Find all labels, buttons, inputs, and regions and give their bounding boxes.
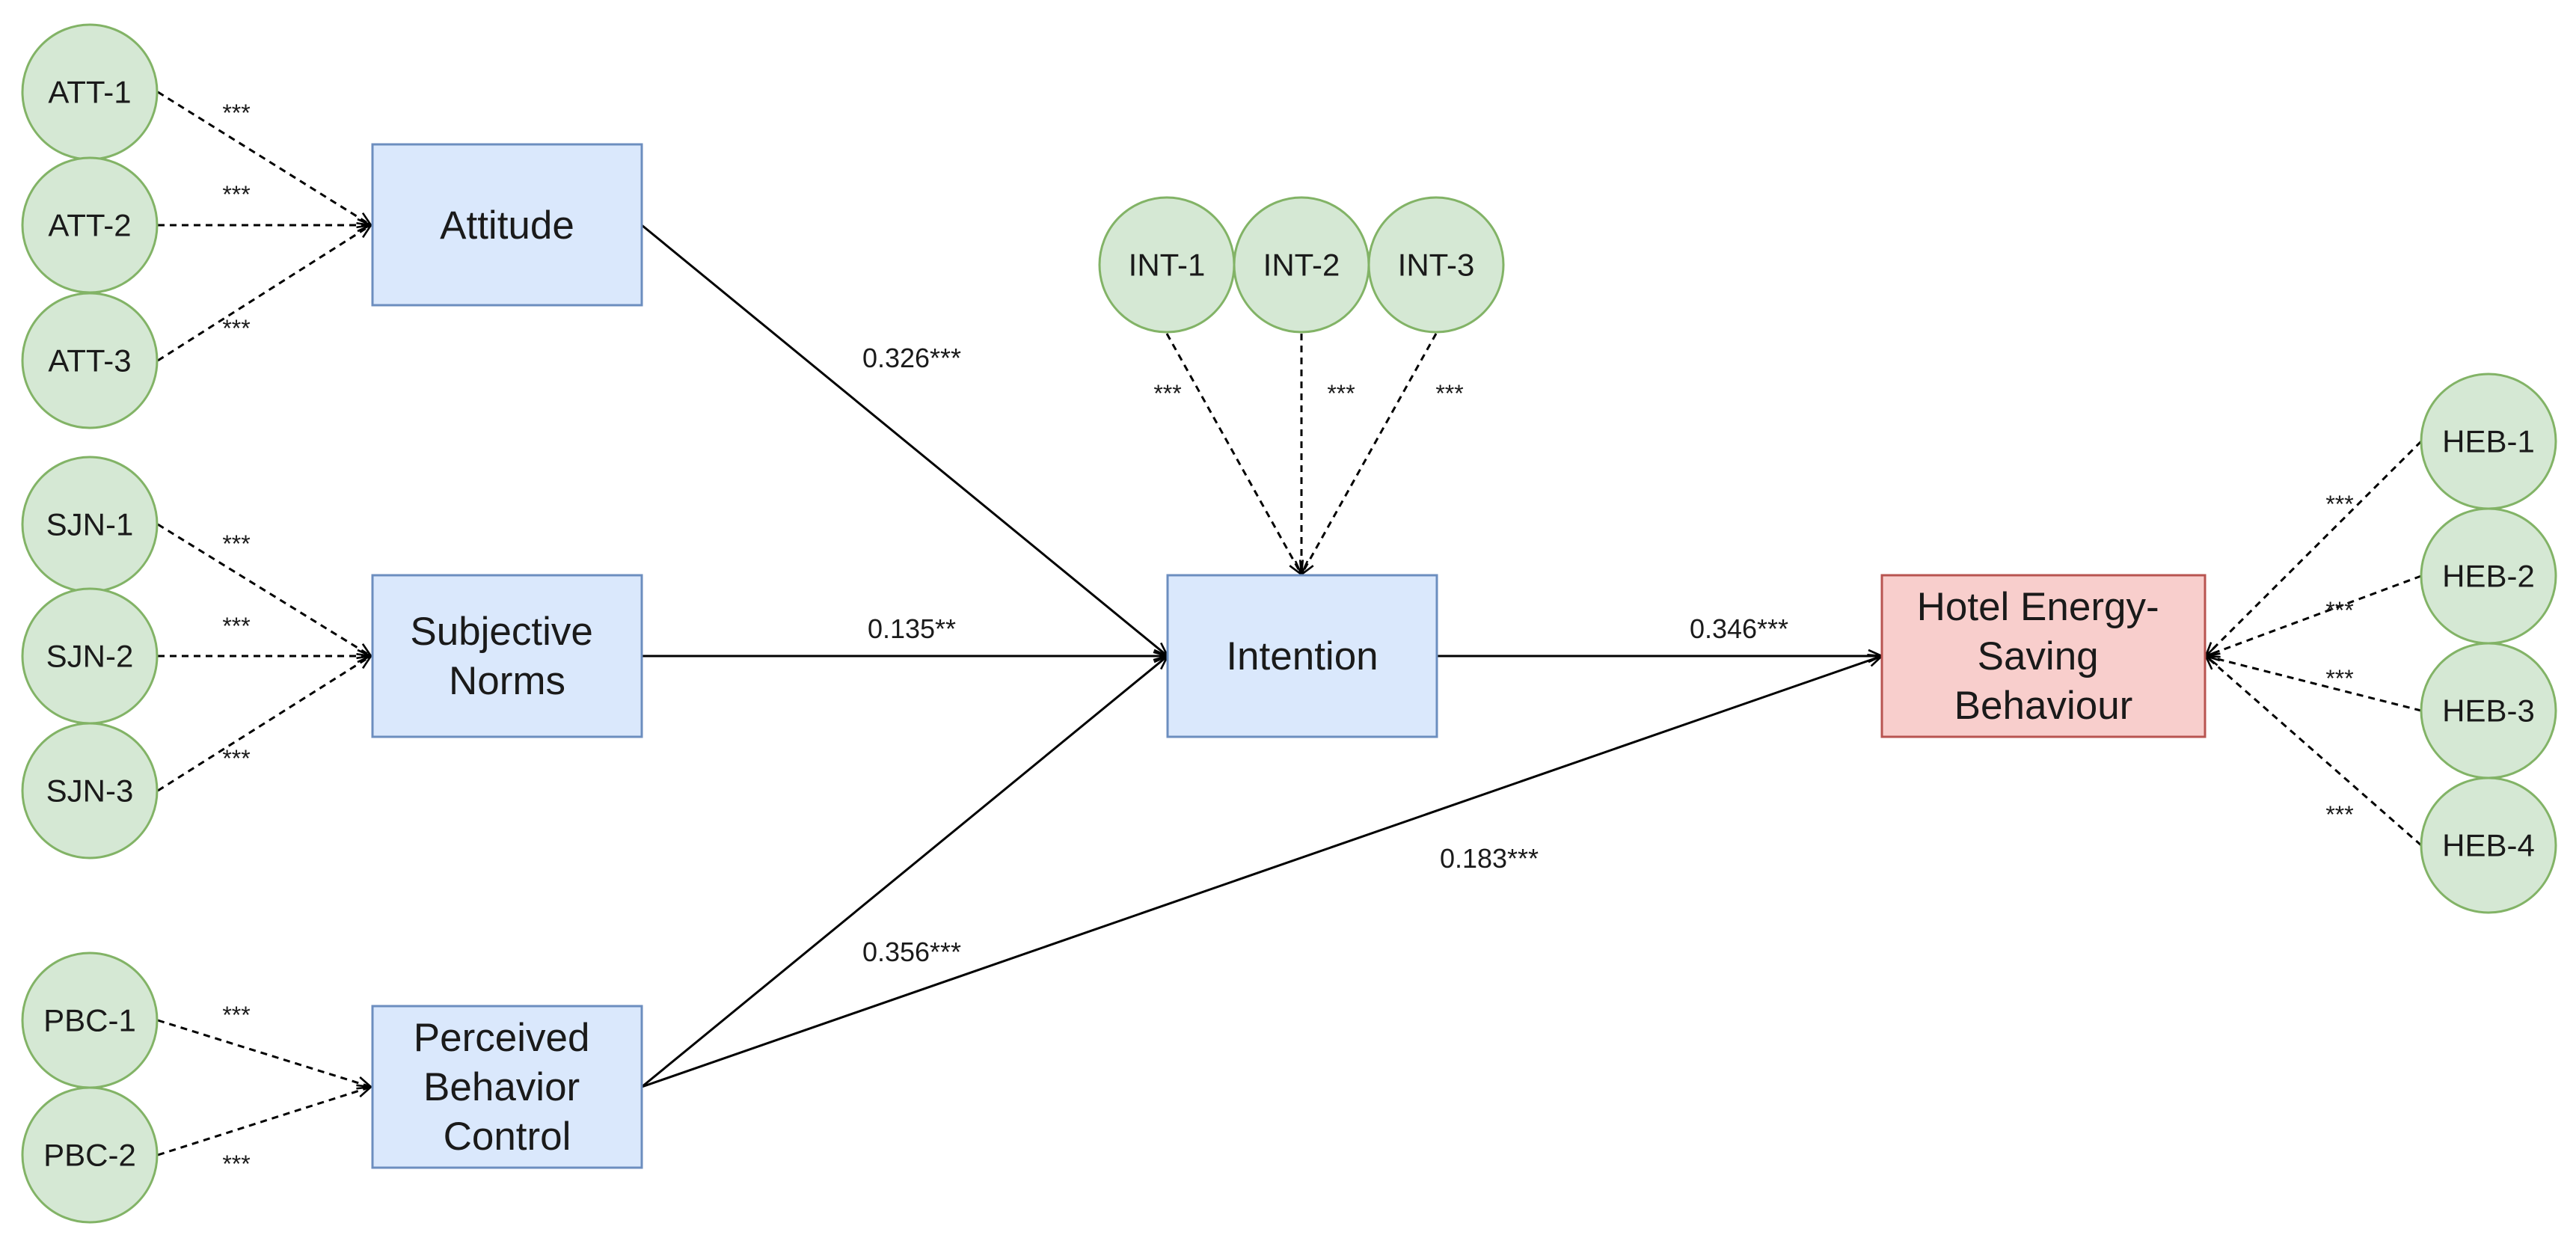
indicator-att-3: ATT-3	[21, 292, 159, 429]
construct-intention: Intention	[1166, 574, 1438, 738]
indicator-sjn-3-label: SJN-3	[46, 773, 134, 809]
indicator-sjn-2: SJN-2	[21, 587, 159, 725]
coef-label-pbc-to-intention: 0.356***	[862, 937, 961, 967]
construct-perceived-behavior-control: Perceived Behavior Control	[371, 1005, 643, 1169]
sig-label-att-2: ***	[222, 181, 250, 208]
indicator-att-2: ATT-2	[21, 156, 159, 294]
indicator-pbc-2-circle	[21, 1086, 159, 1224]
loading-line-int-1	[1165, 333, 1301, 574]
coef-label-subjective-norms-to-intention: 0.135**	[868, 613, 956, 644]
loading-line-heb-3	[2206, 656, 2422, 712]
indicator-heb-4-circle	[2420, 776, 2557, 914]
indicator-int-2-label: INT-2	[1263, 248, 1340, 283]
indicator-int-2: INT-2	[1233, 196, 1370, 334]
sig-label-att-3: ***	[222, 315, 250, 342]
loading-line-att-3	[157, 225, 371, 362]
loading-line-att-1	[157, 91, 371, 225]
indicator-int-3: INT-3	[1367, 196, 1505, 334]
loading-line-heb-2	[2206, 574, 2422, 656]
loading-line-int-3	[1301, 333, 1438, 574]
indicator-att-3-label: ATT-3	[48, 343, 131, 379]
indicator-sjn-3: SJN-3	[21, 722, 159, 859]
indicator-sjn-1: SJN-1	[21, 456, 159, 593]
indicator-heb-1: HEB-1	[2420, 373, 2557, 510]
construct-subjective-norms: Subjective Norms	[371, 574, 643, 738]
indicator-att-1-label: ATT-1	[48, 75, 131, 110]
indicator-sjn-1-label: SJN-1	[46, 507, 134, 542]
construct-perceived-behavior-control-label: Perceived Behavior Control	[414, 1016, 601, 1159]
indicator-int-3-label: INT-3	[1398, 248, 1475, 283]
construct-attitude: Attitude	[371, 143, 643, 307]
indicator-pbc-2-label: PBC-2	[43, 1138, 136, 1173]
construct-attitude-box	[371, 143, 643, 307]
indicator-heb-4: HEB-4	[2420, 776, 2557, 914]
indicator-heb-2: HEB-2	[2420, 507, 2557, 645]
sig-label-pbc-1: ***	[222, 1002, 250, 1029]
indicator-heb-4-label: HEB-4	[2442, 828, 2535, 863]
loading-significance-labels: *** *** *** *** *** *** *** *** *** *** …	[222, 99, 2353, 1177]
construct-subjective-norms-label: Subjective Norms	[410, 610, 604, 703]
indicator-att-1: ATT-1	[21, 23, 159, 161]
construct-hotel-energy-saving-behaviour-label: Hotel Energy- Saving Behaviour	[1917, 585, 2171, 728]
loading-line-pbc-1	[157, 1019, 371, 1087]
sig-label-heb-4: ***	[2325, 801, 2353, 828]
construct-hotel-energy-saving-behaviour: Hotel Energy- Saving Behaviour	[1880, 574, 2207, 738]
coef-label-attitude-to-intention: 0.326***	[862, 343, 961, 373]
path-attitude-to-intention	[641, 224, 1168, 656]
indicator-heb-3-label: HEB-3	[2442, 693, 2535, 729]
sig-label-sjn-1: ***	[222, 530, 250, 557]
path-coefficient-labels: 0.326*** 0.135** 0.356*** 0.346*** 0.183…	[862, 343, 1788, 967]
construct-subjective-norms-box	[371, 574, 643, 738]
indicator-heb-1-label: HEB-1	[2442, 424, 2535, 459]
indicator-heb-3: HEB-3	[2420, 642, 2557, 779]
sig-label-heb-3: ***	[2325, 665, 2353, 692]
construct-attitude-label: Attitude	[440, 203, 574, 248]
loading-line-pbc-2	[157, 1087, 371, 1156]
sig-label-att-1: ***	[222, 99, 250, 126]
loading-line-heb-1	[2206, 440, 2423, 656]
sig-label-int-2: ***	[1327, 380, 1355, 407]
indicator-sjn-2-label: SJN-2	[46, 639, 134, 674]
sig-label-heb-2: ***	[2325, 597, 2353, 624]
sig-label-int-1: ***	[1153, 380, 1181, 407]
indicator-pbc-1-label: PBC-1	[43, 1003, 136, 1038]
construct-intention-label: Intention	[1226, 634, 1378, 678]
indicator-att-2-label: ATT-2	[48, 208, 131, 243]
indicator-pbc-2: PBC-2	[21, 1086, 159, 1224]
sig-label-heb-1: ***	[2325, 491, 2353, 518]
path-pbc-to-intention	[641, 656, 1168, 1088]
indicator-sjn-3-circle	[21, 722, 159, 859]
indicator-int-1: INT-1	[1098, 196, 1236, 334]
loading-line-sjn-3	[157, 656, 371, 792]
indicator-pbc-1: PBC-1	[21, 951, 159, 1089]
loading-line-sjn-1	[157, 523, 371, 656]
measurement-lines	[157, 91, 2423, 1156]
structural-paths	[641, 224, 1882, 1088]
sig-label-pbc-2: ***	[222, 1150, 250, 1177]
sig-label-sjn-2: ***	[222, 613, 250, 640]
coef-label-intention-to-behaviour: 0.346***	[1690, 613, 1788, 644]
indicator-int-1-label: INT-1	[1129, 248, 1206, 283]
construct-perceived-behavior-control-box	[371, 1005, 643, 1169]
indicator-heb-2-label: HEB-2	[2442, 559, 2535, 594]
construct-hotel-energy-saving-behaviour-box	[1880, 574, 2207, 738]
sig-label-int-3: ***	[1435, 380, 1463, 407]
indicator-att-3-circle	[21, 292, 159, 429]
construct-intention-box	[1166, 574, 1438, 738]
indicator-int-3-circle	[1367, 196, 1505, 334]
coef-label-pbc-to-behaviour: 0.183***	[1440, 843, 1539, 874]
sig-label-sjn-3: ***	[222, 745, 250, 772]
path-pbc-to-behaviour	[641, 656, 1882, 1088]
